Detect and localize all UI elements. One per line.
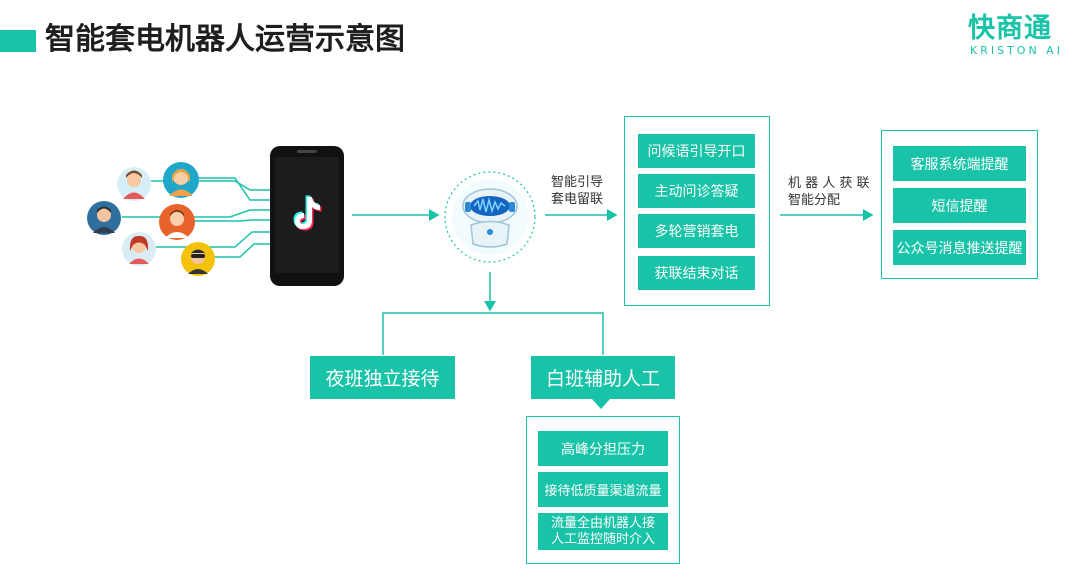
callout-pointer <box>592 399 610 409</box>
user-avatar-icon <box>122 232 156 266</box>
tiktok-icon <box>293 195 322 231</box>
title-accent-bar <box>0 30 36 52</box>
detail-peak: 高峰分担压力 <box>538 431 668 466</box>
detail-low-quality: 接待低质量渠道流量 <box>538 472 668 507</box>
function-marketing: 多轮营销套电 <box>638 214 755 248</box>
notify-sms: 短信提醒 <box>893 188 1026 223</box>
user-avatar-icon <box>159 204 195 240</box>
mode-night: 夜班独立接待 <box>310 356 455 399</box>
notify-customer-system: 客服系统端提醒 <box>893 146 1026 181</box>
user-avatar-icon <box>117 167 151 201</box>
page-title: 智能套电机器人运营示意图 <box>45 22 405 57</box>
user-avatar-icon <box>163 162 199 198</box>
robot-icon <box>444 171 536 263</box>
assign-label-line1: 机 器 人 获 联 <box>788 176 870 191</box>
function-end: 获联结束对话 <box>638 256 755 290</box>
user-avatar-icon <box>87 201 121 235</box>
logo-cn: 快商通 <box>968 13 1052 44</box>
branch-line <box>382 312 604 355</box>
logo-en: KRISTON AI <box>970 44 1063 57</box>
user-avatar-icon <box>181 242 215 276</box>
mode-day: 白班辅助人工 <box>531 356 675 399</box>
function-greeting: 问候语引导开口 <box>638 134 755 168</box>
phone-icon <box>270 146 344 286</box>
notify-wechat: 公众号消息推送提醒 <box>893 230 1026 265</box>
function-consult: 主动问诊答疑 <box>638 174 755 208</box>
detail-monitor: 流量全由机器人接 人工监控随时介入 <box>538 513 668 550</box>
assign-label-line2: 智能分配 <box>788 193 841 208</box>
guide-label-line1: 智能引导 <box>551 175 604 190</box>
guide-label-line2: 套电留联 <box>551 192 604 207</box>
